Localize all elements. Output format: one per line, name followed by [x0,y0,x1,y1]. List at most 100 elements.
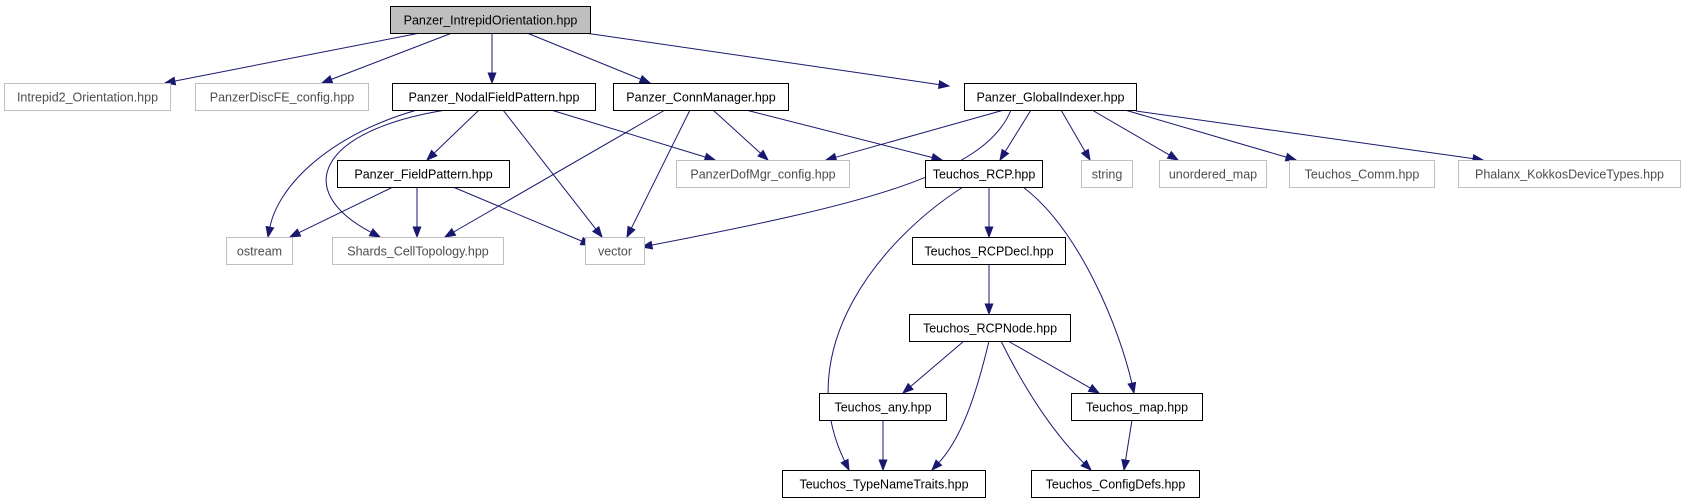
edge-line [1000,340,1085,465]
node-box [4,83,171,111]
node-phalanx: Phalanx_KokkosDeviceTypes.hpp [1458,160,1681,188]
edge-rcp-to-map [1022,186,1137,395]
node-nodal[interactable]: Panzer_NodalFieldPattern.hpp [392,83,596,111]
edge-arrowhead [443,227,457,238]
edge-nodal-to-dofmgr [550,109,717,162]
node-configdefs[interactable]: Teuchos_ConfigDefs.hpp [1031,470,1200,498]
node-box [195,83,369,111]
edge-nodal-to-shards [325,109,447,238]
edge-arrowhead [591,225,603,239]
edge-arrowhead [1080,148,1091,162]
edge-arrowhead [931,459,943,472]
node-label: Teuchos_TypeNameTraits.hpp [799,478,968,492]
node-box [912,237,1066,265]
edge-line [909,340,965,388]
edge-line [297,186,394,234]
edge-fieldpattern-to-shards [412,187,422,239]
edge-nodal-to-vector [502,109,603,239]
node-box [226,237,293,265]
node-rcpdecl[interactable]: Teuchos_RCPDecl.hpp [912,237,1066,265]
edge-line [1135,110,1475,160]
edge-arrowhead [937,80,951,89]
nodes-layer: Panzer_IntrepidOrientation.hppIntrepid2_… [4,6,1681,498]
edge-nodal-to-ostream [265,109,418,239]
node-discfe: PanzerDiscFE_config.hpp [195,83,369,111]
edges-layer [163,32,1485,472]
node-map[interactable]: Teuchos_map.hpp [1071,393,1203,421]
node-box [332,237,504,265]
node-label: Teuchos_map.hpp [1086,401,1188,415]
node-box [1031,470,1200,498]
node-label: Panzer_GlobalIndexer.hpp [976,91,1124,105]
edge-connmgr-to-vector [626,109,691,239]
node-typenametraits[interactable]: Teuchos_TypeNameTraits.hpp [782,470,986,498]
edge-arrowhead [901,382,914,394]
node-label: Teuchos_RCPDecl.hpp [924,245,1053,259]
node-connmgr[interactable]: Panzer_ConnManager.hpp [613,83,789,111]
node-box [1289,160,1435,188]
edge-globalidx-to-unordered_map [1091,109,1180,161]
node-label: vector [598,245,632,259]
node-root[interactable]: Panzer_IntrepidOrientation.hpp [390,6,591,34]
edge-arrowhead [999,148,1010,162]
node-rcpnode[interactable]: Teuchos_RCPNode.hpp [909,314,1071,342]
edge-line [650,109,1012,246]
node-box [909,314,1071,342]
node-label: Teuchos_RCPNode.hpp [923,322,1057,336]
node-box [1081,160,1133,188]
edge-globalidx-to-rcp [999,109,1032,162]
node-label: ostream [237,245,282,259]
edge-line [1007,340,1092,389]
node-label: Phalanx_KokkosDeviceTypes.hpp [1475,168,1664,182]
node-label: Panzer_FieldPattern.hpp [354,168,492,182]
edge-root-to-connmgr [526,32,652,84]
node-rcp[interactable]: Teuchos_RCP.hpp [925,160,1043,188]
edge-line [712,109,762,155]
node-box [1159,160,1267,188]
edge-nodal-to-fieldpattern [425,109,480,161]
edge-line [550,109,707,158]
node-box [1071,393,1203,421]
node-string: string [1081,160,1133,188]
edge-arrowhead [1080,459,1093,471]
edge-root-to-intrepid2 [163,32,421,86]
node-label: PanzerDofMgr_config.hpp [690,168,835,182]
node-box [925,160,1043,188]
edge-globalidx-to-comm [1124,109,1298,162]
node-ostream: ostream [226,237,293,265]
node-intrepid2: Intrepid2_Orientation.hpp [4,83,171,111]
edge-globalidx-to-phalanx [1135,110,1485,164]
node-label: Intrepid2_Orientation.hpp [17,91,158,105]
edge-arrowhead [878,459,888,472]
edge-rcpnode-to-typenametraits [931,340,990,472]
edge-arrowhead [703,152,717,162]
edge-arrowhead [984,303,994,316]
edge-line [452,109,666,233]
edge-fieldpattern-to-ostream [288,186,394,238]
edge-line [630,109,691,230]
edge-connmgr-to-shards [443,109,666,238]
edge-rcpdecl-to-rcpnode [984,264,994,316]
edge-line [526,32,642,81]
edge-rcpnode-to-map [1007,340,1101,394]
node-box [782,470,986,498]
node-globalidx[interactable]: Panzer_GlobalIndexer.hpp [964,83,1137,111]
edge-line [330,32,453,81]
node-box [613,83,789,111]
node-any[interactable]: Teuchos_any.hpp [819,393,947,421]
edge-rcpnode-to-any [901,340,965,394]
edge-root-to-globalidx [584,32,951,89]
edge-arrowhead [320,75,334,84]
node-label: Panzer_ConnManager.hpp [626,91,775,105]
edge-arrowhead [425,149,438,161]
edge-line [584,32,941,86]
node-box [1458,160,1681,188]
node-box [676,160,850,188]
edge-line [937,340,990,464]
edge-arrowhead [1121,458,1131,472]
edge-rcp-to-rcpdecl [984,187,994,239]
edge-arrowhead [288,228,302,238]
edge-any-to-typenametraits [878,420,888,472]
edge-arrowhead [1284,152,1298,162]
node-fieldpattern[interactable]: Panzer_FieldPattern.hpp [337,160,510,188]
